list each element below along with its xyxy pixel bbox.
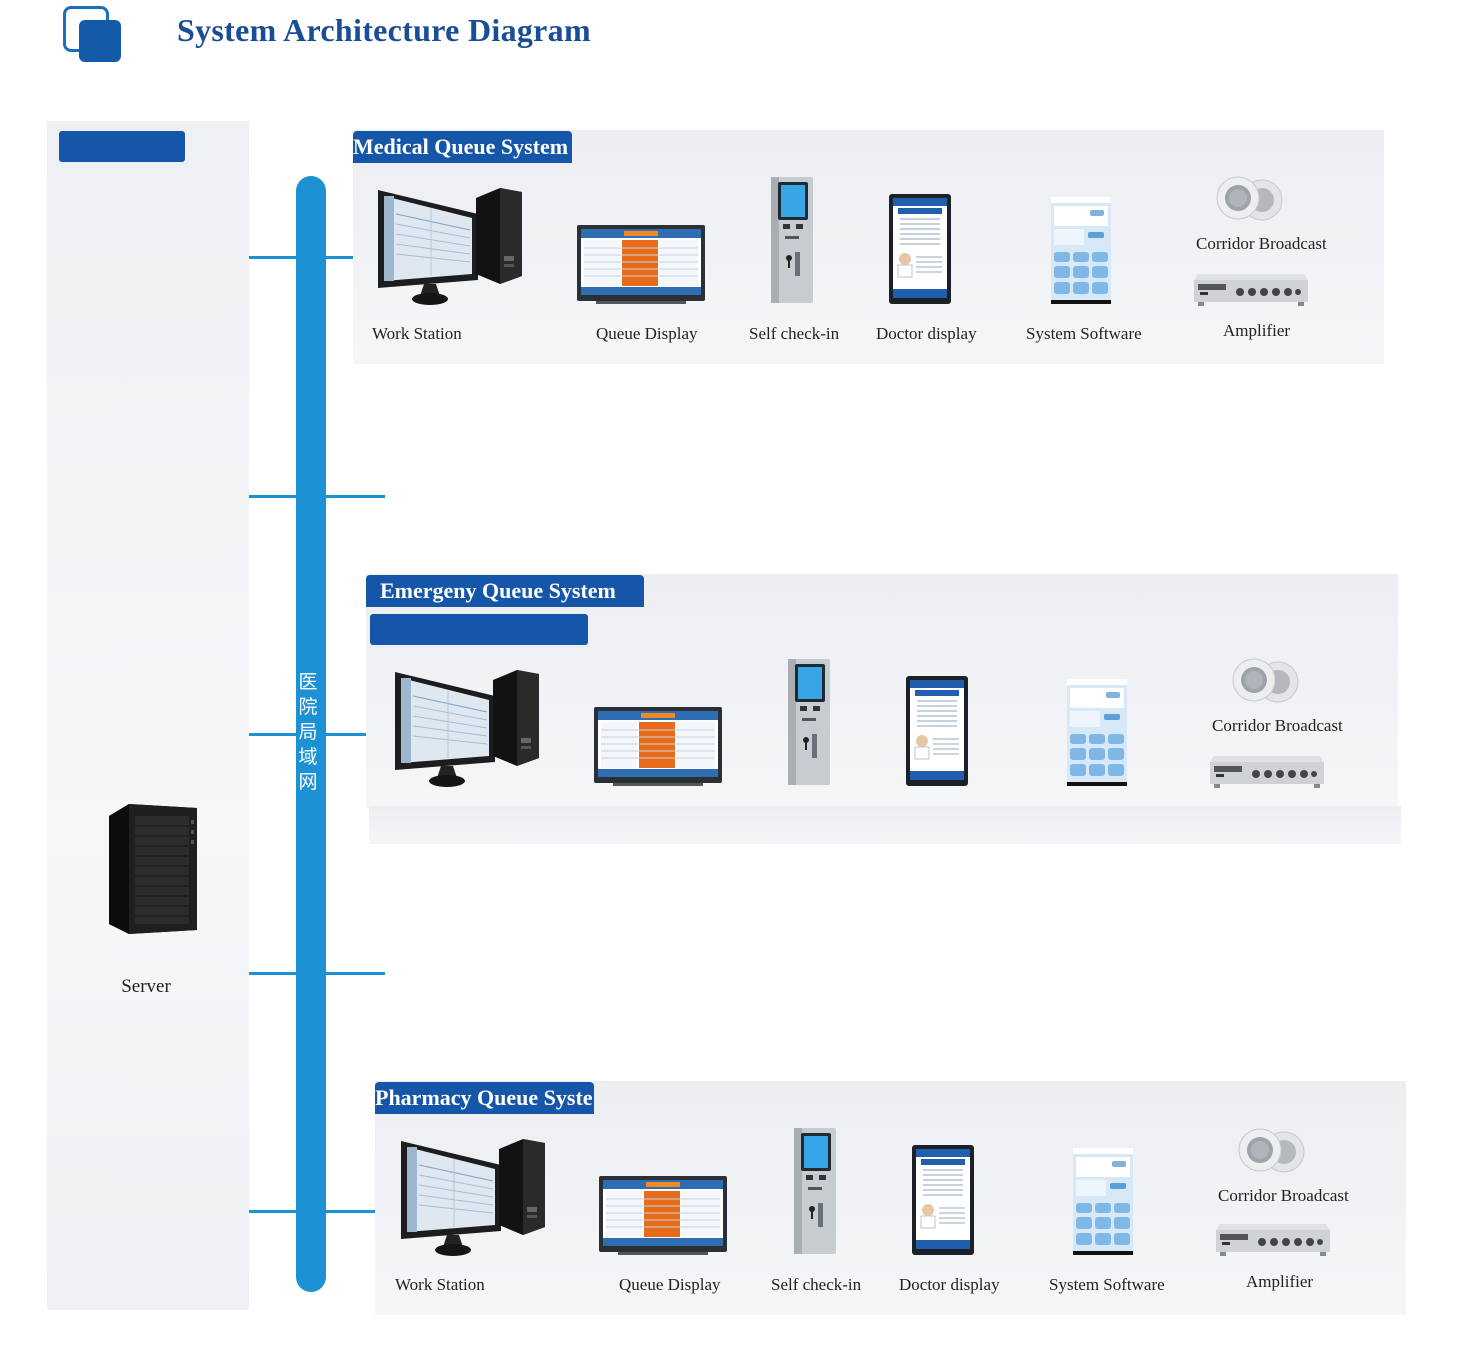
doctor-display-label: Doctor display xyxy=(899,1275,1000,1294)
logo-icon xyxy=(63,6,123,62)
system-software-label: System Software xyxy=(1049,1275,1165,1294)
connector-server-4 xyxy=(249,972,299,975)
network-label: 医院局域网 xyxy=(298,671,318,793)
queue-display-icon xyxy=(576,224,706,304)
network-bus xyxy=(296,176,326,1292)
kiosk-icon xyxy=(791,1127,839,1255)
speaker-icon xyxy=(1214,176,1284,222)
queue-display-icon xyxy=(598,1175,728,1255)
connector-server-5 xyxy=(249,1210,299,1213)
self-checkin-label: Self check-in xyxy=(749,324,840,343)
page-title: System Architecture Diagram xyxy=(177,12,591,48)
connector-emergency xyxy=(323,733,369,736)
server-tab xyxy=(59,131,185,162)
queue-display-icon xyxy=(593,706,723,786)
workstation-icon xyxy=(376,184,526,309)
emergency-section-title: Emergeny Queue System xyxy=(366,575,644,607)
broadcast-label: Corridor Broadcast xyxy=(1218,1186,1349,1205)
doctor-display-icon xyxy=(888,193,952,305)
emergency-section-subtab xyxy=(370,614,588,645)
connector-server-3 xyxy=(249,733,299,736)
kiosk-icon xyxy=(768,176,816,304)
medical-section-title: Medical Queue System xyxy=(353,131,572,163)
workstation-label: Work Station xyxy=(372,324,462,343)
system-software-icon xyxy=(1072,1147,1134,1255)
server-label: Server xyxy=(121,976,171,997)
system-software-icon xyxy=(1066,678,1128,786)
broadcast-label: Corridor Broadcast xyxy=(1196,234,1327,253)
medical-queue-section xyxy=(353,130,1384,364)
pharmacy-queue-section xyxy=(375,1081,1406,1315)
amplifier-icon xyxy=(1192,272,1310,306)
workstation-label: Work Station xyxy=(395,1275,485,1294)
server-icon xyxy=(107,802,199,934)
system-software-label: System Software xyxy=(1026,324,1142,343)
system-software-icon xyxy=(1050,196,1112,304)
self-checkin-label: Self check-in xyxy=(771,1275,862,1294)
pharmacy-section-title: Pharmacy Queue Syste xyxy=(375,1082,594,1114)
amplifier-icon xyxy=(1208,754,1326,788)
speaker-icon xyxy=(1230,658,1300,704)
connector-server-2 xyxy=(249,495,299,498)
connector-spare-1 xyxy=(323,495,385,498)
queue-display-label: Queue Display xyxy=(619,1275,721,1294)
workstation-icon xyxy=(393,666,543,791)
workstation-icon xyxy=(399,1135,549,1260)
broadcast-label: Corridor Broadcast xyxy=(1212,716,1343,735)
connector-medical xyxy=(323,256,354,259)
amplifier-icon xyxy=(1214,1222,1332,1256)
speaker-icon xyxy=(1236,1128,1306,1174)
amplifier-label: Amplifier xyxy=(1223,321,1291,340)
connector-spare-2 xyxy=(323,972,385,975)
doctor-display-icon xyxy=(905,675,969,787)
connector-server-1 xyxy=(249,256,299,259)
amplifier-label: Amplifier xyxy=(1246,1272,1314,1291)
emergency-queue-section-lower xyxy=(369,806,1401,844)
doctor-display-icon xyxy=(911,1144,975,1256)
connector-pharmacy xyxy=(323,1210,376,1213)
doctor-display-label: Doctor display xyxy=(876,324,977,343)
queue-display-label: Queue Display xyxy=(596,324,698,343)
server-panel xyxy=(47,121,249,1310)
kiosk-icon xyxy=(785,658,833,786)
